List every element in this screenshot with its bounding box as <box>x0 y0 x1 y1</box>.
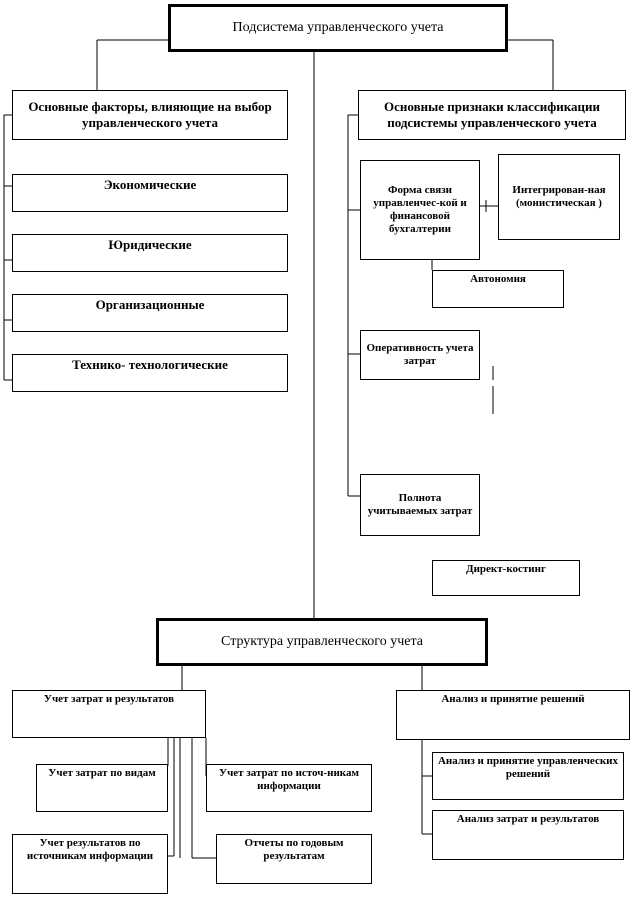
cost-results-box: Учет затрат и результатов <box>12 690 206 738</box>
completeness-box: Полнота учитываемых затрат <box>360 474 480 536</box>
factor-technical-box: Технико- технологические <box>12 354 288 392</box>
factors-header-box: Основные факторы, влияющие на выбор упра… <box>12 90 288 140</box>
factor-organizational-box: Организационные <box>12 294 288 332</box>
analysis-decisions-box: Анализ и принятие управленческих решений <box>432 752 624 800</box>
direct-costing-box: Директ-костинг <box>432 560 580 596</box>
classification-header-box: Основные признаки классификации подсисте… <box>358 90 626 140</box>
results-by-sources-box: Учет результатов по источникам информаци… <box>12 834 168 894</box>
root-box: Подсистема управленческого учета <box>168 4 508 52</box>
form-link-box: Форма связи управленчес-кой и финансовой… <box>360 160 480 260</box>
factor-economic-box: Экономические <box>12 174 288 212</box>
integrated-box: Интегрирован-ная (монистическая ) <box>498 154 620 240</box>
factor-legal-box: Юридические <box>12 234 288 272</box>
structure-box: Структура управленческого учета <box>156 618 488 666</box>
autonomy-box: Автономия <box>432 270 564 308</box>
annual-reports-box: Отчеты по годовым результатам <box>216 834 372 884</box>
cost-by-types-box: Учет затрат по видам <box>36 764 168 812</box>
analysis-box: Анализ и принятие решений <box>396 690 630 740</box>
operativeness-box: Оперативность учета затрат <box>360 330 480 380</box>
analysis-costs-box: Анализ затрат и результатов <box>432 810 624 860</box>
cost-by-sources-box: Учет затрат по источ-никам информации <box>206 764 372 812</box>
